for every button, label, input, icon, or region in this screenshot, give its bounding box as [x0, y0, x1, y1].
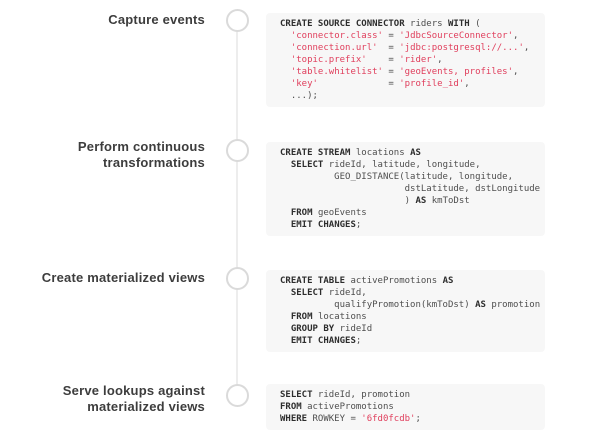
code-line: 'key' = 'profile_id',	[290, 79, 470, 89]
code-line: dstLatitude, dstLongitude	[280, 184, 541, 194]
code-line: FROM geoEvents	[290, 208, 367, 218]
code-line: 'connector.class' = 'JdbcSourceConnector…	[290, 31, 519, 41]
timeline-node-4	[226, 384, 249, 407]
timeline-node-3	[226, 267, 249, 290]
code-line: SELECT rideId, latitude, longitude,	[290, 160, 481, 170]
code-line: CREATE SOURCE CONNECTOR riders WITH (	[280, 19, 481, 29]
code-line: ) AS kmToDst	[280, 196, 470, 206]
code-block-create-table: CREATE TABLE activePromotions AS SELECT …	[266, 270, 545, 352]
step-label-materialized-views: Create materialized views	[41, 270, 205, 285]
code-line: CREATE STREAM locations AS	[280, 148, 421, 158]
code-line: 'connection.url' = 'jdbc:postgresql://..…	[290, 43, 530, 53]
code-line: EMIT CHANGES;	[290, 220, 362, 230]
code-line: 'table.whitelist' = 'geoEvents, profiles…	[290, 67, 519, 77]
code-line: FROM activePromotions	[280, 402, 394, 412]
step-label-capture-events: Capture events	[108, 12, 205, 27]
code-block-create-stream: CREATE STREAM locations AS SELECT rideId…	[266, 142, 545, 236]
code-line: SELECT rideId,	[290, 288, 367, 298]
code-line: ...);	[280, 91, 318, 101]
code-line: EMIT CHANGES;	[290, 336, 362, 346]
code-line: 'topic.prefix' = 'rider',	[290, 55, 443, 65]
code-line: GROUP BY rideId	[290, 324, 373, 334]
timeline-line	[236, 21, 238, 395]
code-line: GEO_DISTANCE(latitude, longitude,	[280, 172, 513, 182]
timeline-node-2	[226, 139, 249, 162]
code-block-source-connector: CREATE SOURCE CONNECTOR riders WITH ( 'c…	[266, 13, 545, 107]
code-line: qualifyPromotion(kmToDst) AS promotion	[280, 300, 541, 310]
code-line: CREATE TABLE activePromotions AS	[280, 276, 454, 286]
timeline-node-1	[226, 9, 249, 32]
code-line: FROM locations	[290, 312, 367, 322]
code-line: SELECT rideId, promotion	[280, 390, 411, 400]
code-line: WHERE ROWKEY = '6fd0fcdb';	[280, 414, 421, 424]
